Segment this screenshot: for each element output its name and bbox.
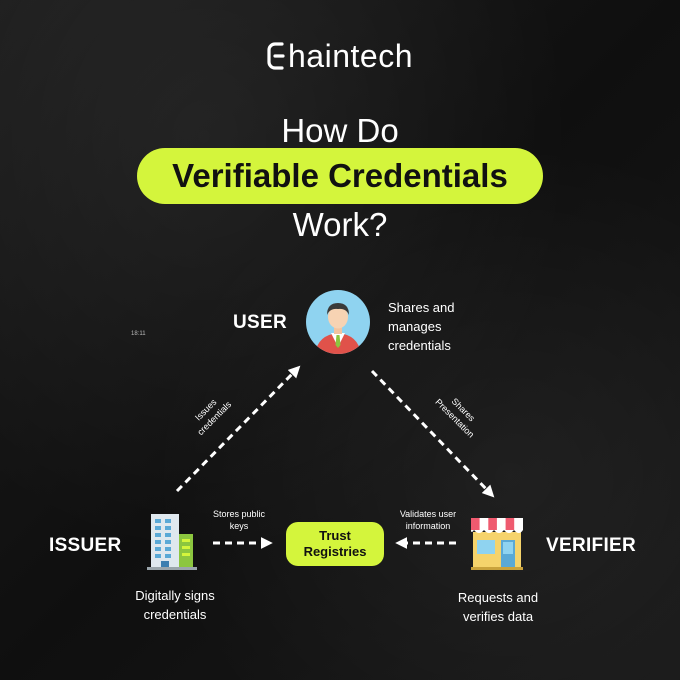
issuer-description: Digitally signs credentials	[135, 588, 215, 622]
heading-line-1: How Do	[281, 112, 399, 149]
brand-header: haintech	[0, 36, 680, 76]
stores-public-keys-label: Stores public keys	[212, 509, 266, 531]
brand-name: haintech	[288, 37, 413, 74]
office-building-icon	[147, 514, 197, 570]
trust-registries-box: Trust Registries	[286, 522, 384, 566]
user-label: USER	[233, 312, 287, 333]
tiny-text: 18:11	[131, 331, 146, 337]
businessman-avatar-icon	[306, 290, 370, 354]
arrow-user-to-verifier	[370, 369, 495, 498]
user-description: Shares and manages credentials	[388, 300, 455, 353]
chaintech-logo-icon	[267, 42, 285, 70]
storefront-icon	[471, 518, 523, 570]
verifier-label: VERIFIER	[546, 535, 637, 556]
issuer-label: ISSUER	[49, 535, 122, 556]
verifier-description: Requests and verifies data	[457, 590, 539, 624]
arrow-issuer-to-user	[175, 365, 301, 493]
heading-line-3: Work?	[292, 206, 388, 243]
validates-user-information-label: Validates user information	[399, 509, 457, 531]
heading-highlight: Verifiable Credentials	[137, 148, 543, 204]
